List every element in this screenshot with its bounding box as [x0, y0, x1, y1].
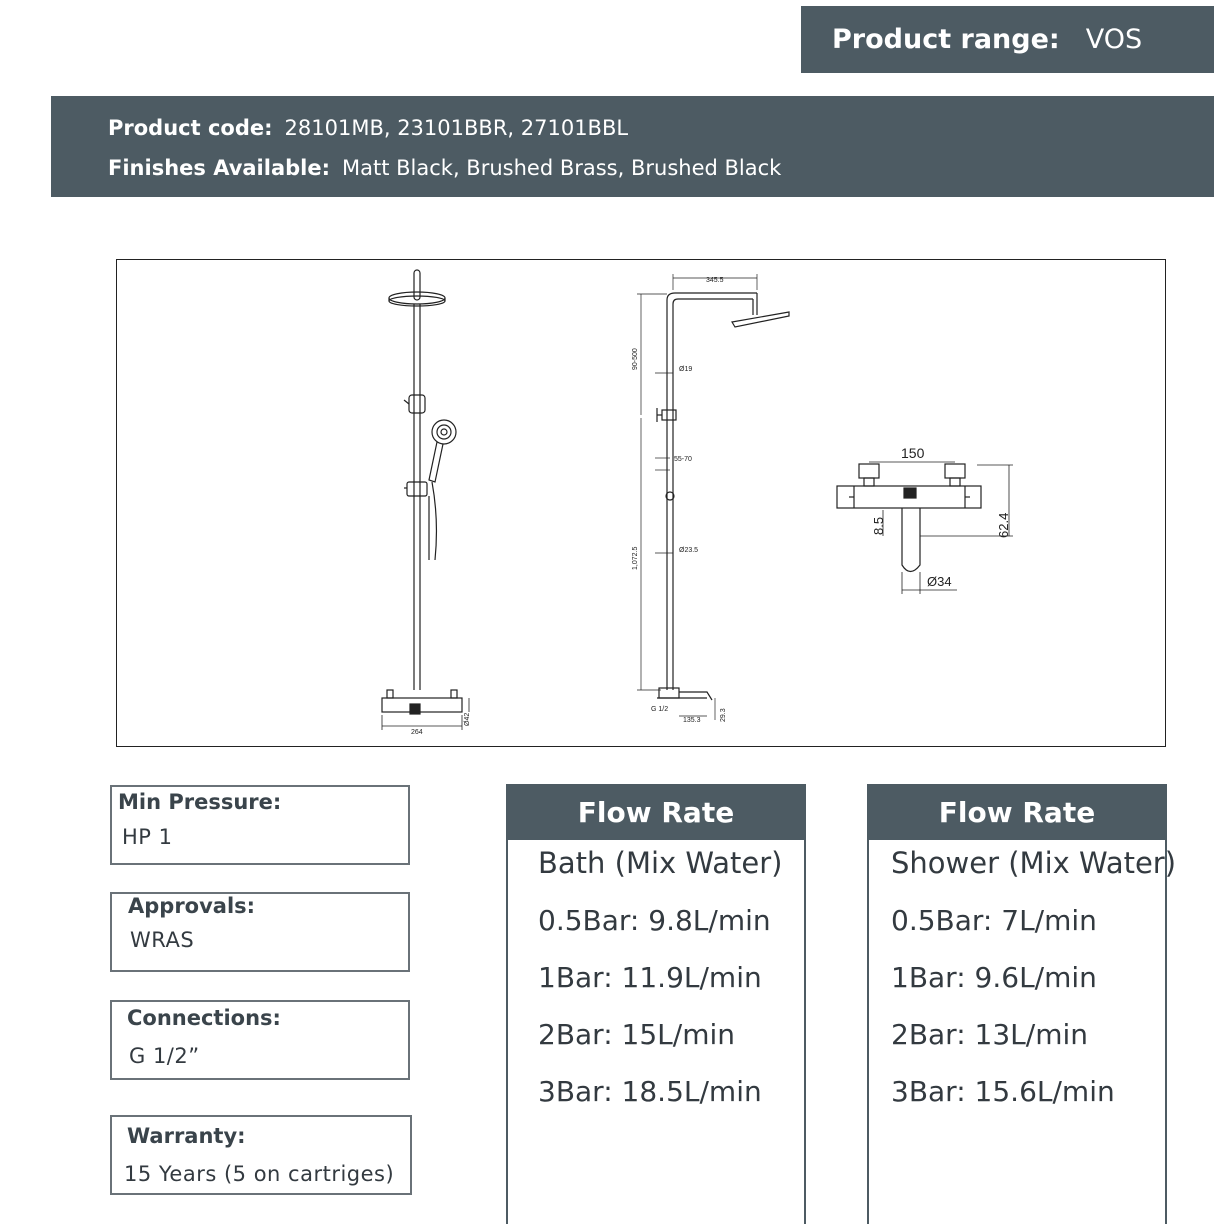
side-inlet-dim: G 1/2 — [651, 706, 668, 713]
product-code-value: 28101MB, 23101BBR, 27101BBL — [284, 116, 629, 140]
mixer-height-dim: 62.4 — [996, 513, 1011, 538]
side-spout-dim: 135.3 — [683, 717, 701, 724]
side-bracket-dim: 55-70 — [674, 456, 692, 463]
side-arm-dim: 345.5 — [706, 277, 724, 284]
flow-rate-bath-row: 1Bar: 11.9L/min — [538, 961, 762, 994]
flow-rate-shower-panel: Flow Rate Shower (Mix Water) 0.5Bar: 7L/… — [867, 784, 1176, 1224]
product-range-label: Product range: — [832, 24, 1060, 55]
side-riser-dia-dim: Ø23.5 — [679, 547, 698, 554]
finishes-line: Finishes Available: Matt Black, Brushed B… — [108, 148, 1214, 188]
flow-rate-shower-title: Flow Rate — [867, 784, 1167, 840]
flow-rate-shower-row: 2Bar: 13L/min — [891, 1018, 1088, 1051]
flow-rate-bath-panel: Flow Rate Bath (Mix Water) 0.5Bar: 9.8L/… — [506, 784, 806, 1224]
spec-warranty-value: 15 Years (5 on cartriges) — [124, 1162, 395, 1186]
side-view-drawing — [637, 274, 790, 720]
spec-warranty: Warranty: 15 Years (5 on cartriges) — [110, 1115, 412, 1195]
spec-approvals-label: Approvals: — [128, 894, 256, 918]
flow-rate-bath-row: 0.5Bar: 9.8L/min — [538, 904, 771, 937]
technical-drawing-svg: 264 Ø42 — [381, 269, 1013, 736]
mixer-offset-dim: 8.5 — [871, 517, 886, 535]
spec-approvals: Approvals: WRAS — [110, 892, 410, 972]
side-spout-h-dim: 29.3 — [720, 708, 727, 722]
flow-rate-bath-row: 2Bar: 15L/min — [538, 1018, 735, 1051]
spec-min-pressure-value: HP 1 — [122, 825, 173, 849]
flow-rate-shower-subtitle: Shower (Mix Water) — [891, 846, 1177, 880]
product-range-bar: Product range: VOS — [801, 6, 1214, 73]
spec-connections-label: Connections: — [127, 1006, 281, 1030]
mixer-width-dim: 150 — [901, 445, 925, 461]
spec-connections: Connections: G 1/2” — [110, 1000, 410, 1080]
product-code-bar: Product code: 28101MB, 23101BBR, 27101BBL… — [51, 96, 1214, 197]
front-width-dim: 264 — [411, 729, 423, 736]
spec-min-pressure-label: Min Pressure: — [118, 790, 282, 814]
side-height-adj-dim: 90-500 — [632, 348, 639, 370]
mixer-detail-drawing — [836, 461, 1013, 594]
flow-rate-bath-title: Flow Rate — [506, 784, 806, 840]
flow-rate-bath-row: 3Bar: 18.5L/min — [538, 1075, 762, 1108]
spec-min-pressure: Min Pressure: HP 1 — [110, 785, 410, 865]
spec-warranty-label: Warranty: — [127, 1124, 246, 1148]
product-code-line: Product code: 28101MB, 23101BBR, 27101BBL — [108, 108, 1214, 148]
flow-rate-bath-subtitle: Bath (Mix Water) — [538, 846, 783, 880]
flow-rate-shower-row: 0.5Bar: 7L/min — [891, 904, 1097, 937]
finishes-value: Matt Black, Brushed Brass, Brushed Black — [342, 156, 782, 180]
technical-drawing: 264 Ø42 — [116, 259, 1166, 747]
front-depth-dim: Ø42 — [464, 713, 471, 726]
product-range-value: VOS — [1085, 24, 1143, 55]
front-view-drawing — [381, 269, 470, 730]
flow-rate-shower-row: 1Bar: 9.6L/min — [891, 961, 1097, 994]
product-code-label: Product code: — [108, 116, 273, 140]
spec-approvals-value: WRAS — [130, 928, 195, 952]
side-height-dim: 1,072.5 — [632, 547, 639, 570]
side-pipe-dia-dim: Ø19 — [679, 366, 692, 373]
spec-connections-value: G 1/2” — [129, 1044, 200, 1068]
flow-rate-shower-row: 3Bar: 15.6L/min — [891, 1075, 1115, 1108]
mixer-dia-dim: Ø34 — [927, 574, 952, 589]
finishes-label: Finishes Available: — [108, 156, 330, 180]
